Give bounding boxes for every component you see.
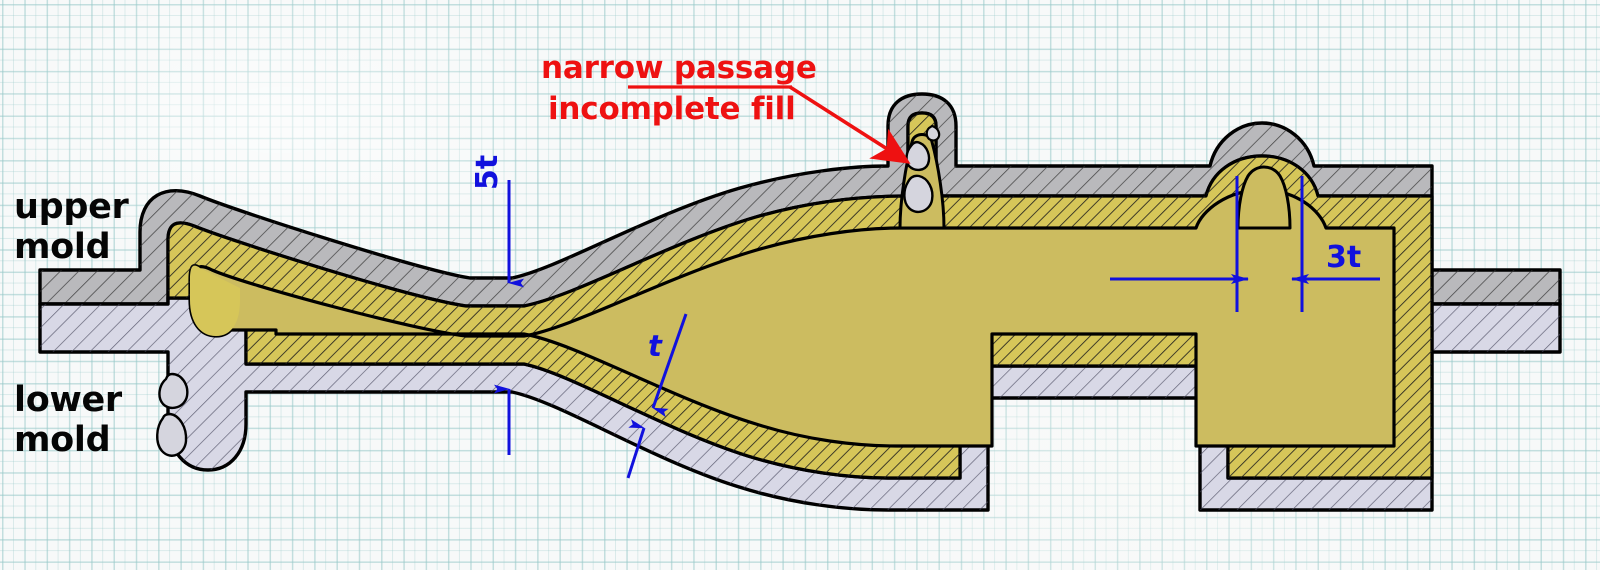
upper-mold-label: upper mold (14, 187, 129, 267)
void-corner-upper (158, 372, 189, 410)
dim-t-arrow-a (651, 313, 688, 418)
callout-arrow-line (789, 85, 911, 164)
melt-wide-rib (1236, 165, 1292, 230)
melt-left-bulb (190, 265, 240, 336)
callout-incomplete-fill-text: incomplete fill (548, 91, 796, 127)
void-rib-side (925, 124, 941, 142)
callout-leader (628, 85, 911, 164)
void-rib-lower (903, 174, 934, 214)
upper-mold-hatching (40, 94, 1560, 306)
dimension-t (626, 313, 688, 479)
lower-mold-label: lower mold (14, 380, 122, 460)
dimension-3t (1110, 176, 1380, 312)
melt-fill (194, 188, 1396, 448)
void-rib-upper (905, 141, 931, 172)
void-corner-lower (156, 412, 188, 457)
callout-narrow-passage-text: narrow passage (541, 50, 817, 86)
dimension-label-3t: 3t (1326, 240, 1362, 275)
dimension-label-t: t (648, 329, 662, 363)
incomplete-fill-voids (156, 124, 941, 457)
dim-t-arrow-b (626, 419, 646, 479)
dimension-label-5t: 5t (470, 154, 505, 190)
